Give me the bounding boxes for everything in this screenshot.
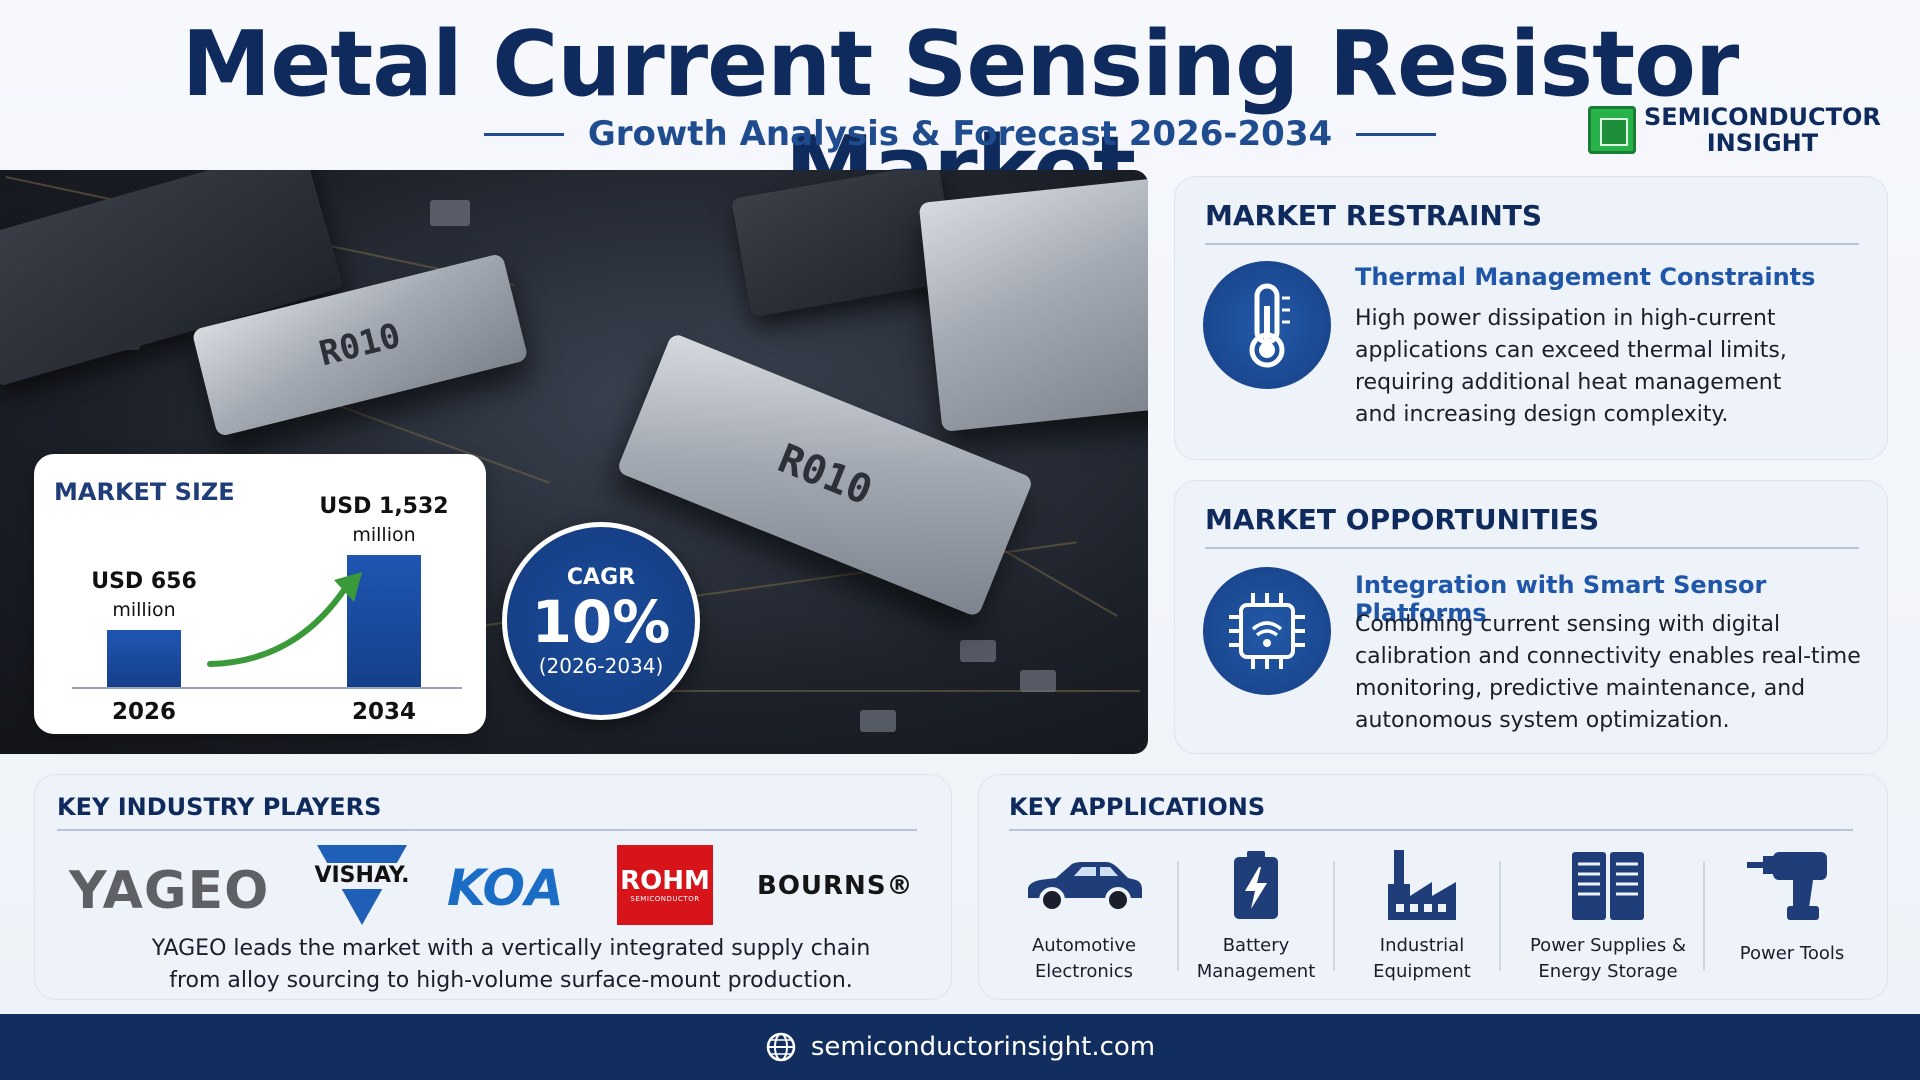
app-label-line: Industrial <box>1379 935 1465 956</box>
opportunities-title: Integration with Smart Sensor Platforms <box>1355 571 1767 627</box>
car-icon <box>1009 845 1159 927</box>
resistor-left-marking: R010 <box>315 315 405 375</box>
market-size-value-label: USD 1,532 million <box>304 493 464 549</box>
restraints-title: Thermal Management Constraints <box>1355 263 1816 291</box>
cagr-label: CAGR <box>566 564 636 590</box>
players-description: YAGEO leads the market with a vertically… <box>35 933 987 997</box>
market-size-heading: MARKET SIZE <box>54 478 235 506</box>
brand-line-1: SEMICONDUCTOR <box>1644 103 1881 131</box>
market-size-card: MARKET SIZE USD 656 million 2026 USD 1,532 m… <box>34 454 486 734</box>
cagr-badge: CAGR 10% (2026-2034) <box>502 522 700 720</box>
power-supply-icon <box>1513 845 1703 927</box>
brand-line-2: INSIGHT <box>1706 129 1819 157</box>
subtitle-rule-left <box>483 132 564 136</box>
vishay-logo: VISHAY. <box>307 845 417 925</box>
restraints-line: and increasing design complexity. <box>1355 402 1729 427</box>
app-industrial: Industrial Equipment <box>1347 845 1497 985</box>
yageo-logo: YAGEO <box>69 861 270 921</box>
market-size-value: USD 656 <box>91 569 197 594</box>
market-size-unit: million <box>352 524 416 546</box>
players-rule <box>57 829 917 831</box>
players-line: YAGEO leads the market with a vertically… <box>151 936 871 961</box>
app-label-line: Management <box>1196 961 1316 982</box>
app-separator <box>1499 861 1501 971</box>
market-opportunities-card: MARKET OPPORTUNITIES Integration with Sm… <box>1174 480 1888 754</box>
chip-logo-icon <box>1588 106 1636 154</box>
resistor-center-marking: R010 <box>771 435 879 515</box>
app-separator <box>1333 861 1335 971</box>
brand-logo: SEMICONDUCTOR INSIGHT <box>1588 104 1881 156</box>
opportunities-rule <box>1205 547 1859 549</box>
brand-logo-text: SEMICONDUCTOR INSIGHT <box>1644 104 1881 156</box>
restraints-heading: MARKET RESTRAINTS <box>1205 199 1543 232</box>
key-players-panel: KEY INDUSTRY PLAYERS YAGEO VISHAY. KOA R… <box>34 774 952 1000</box>
market-size-year: 2034 <box>351 699 416 725</box>
page-title: Metal Current Sensing Resistor Market <box>181 12 1740 222</box>
subtitle-row: Growth Analysis & Forecast 2026-2034 <box>0 114 1920 154</box>
market-size-bar-2026 <box>107 630 181 687</box>
restraints-rule <box>1205 243 1859 245</box>
rohm-logo-text: ROHM <box>620 866 710 896</box>
battery-icon <box>1191 845 1321 927</box>
market-size-value: USD 1,532 <box>319 494 449 519</box>
page-subtitle: Growth Analysis & Forecast 2026-2034 <box>587 114 1333 154</box>
cagr-value: 10% <box>531 587 671 656</box>
footer-bar: semiconductorinsight.com <box>0 1014 1920 1080</box>
opportunities-line: Combining current sensing with digital <box>1355 612 1781 637</box>
opportunities-line: autonomous system optimization. <box>1355 708 1730 733</box>
app-separator <box>1177 861 1179 971</box>
app-label-line: Automotive <box>1031 935 1137 956</box>
restraints-line: High power dissipation in high-current <box>1355 306 1776 331</box>
metal-block-component <box>918 178 1148 432</box>
app-label-line: Equipment <box>1373 961 1471 982</box>
market-restraints-card: MARKET RESTRAINTS Thermal Management Con… <box>1174 176 1888 460</box>
factory-icon <box>1347 845 1497 927</box>
restraints-line: requiring additional heat management <box>1355 370 1782 395</box>
app-automotive: Automotive Electronics <box>1009 845 1159 985</box>
app-label-line: Power Supplies & <box>1529 935 1687 956</box>
drill-icon <box>1717 845 1867 927</box>
bourns-logo: BOURNS® <box>757 871 914 901</box>
applications-heading: KEY APPLICATIONS <box>1009 793 1266 821</box>
app-label-line: Power Tools <box>1739 943 1845 964</box>
app-label-line: Battery <box>1222 935 1290 956</box>
market-size-chart: USD 656 million 2026 USD 1,532 million 2034 <box>34 454 486 734</box>
website-link[interactable]: semiconductorinsight.com <box>810 1032 1156 1062</box>
chart-baseline <box>72 687 462 689</box>
app-label-line: Energy Storage <box>1538 961 1678 982</box>
restraints-description: High power dissipation in high-current a… <box>1355 303 1845 431</box>
koa-logo: KOA <box>447 859 564 917</box>
app-battery: Battery Management <box>1191 845 1321 985</box>
opportunities-heading: MARKET OPPORTUNITIES <box>1205 503 1600 536</box>
app-separator <box>1703 861 1705 971</box>
cagr-period: (2026-2034) <box>538 653 664 678</box>
vishay-logo-text: VISHAY. <box>307 863 417 889</box>
opportunities-line: calibration and connectivity enables rea… <box>1355 644 1861 669</box>
thermometer-icon <box>1203 261 1331 389</box>
applications-rule <box>1009 829 1853 831</box>
app-power-supplies: Power Supplies & Energy Storage <box>1513 845 1703 985</box>
market-size-value-label: USD 656 million <box>64 568 224 624</box>
smart-chip-icon <box>1203 567 1331 695</box>
restraints-line: applications can exceed thermal limits, <box>1355 338 1787 363</box>
growth-arrow-icon <box>207 572 362 667</box>
players-line: from alloy sourcing to high-volume surfa… <box>169 968 853 993</box>
market-size-year: 2026 <box>111 699 176 725</box>
players-heading: KEY INDUSTRY PLAYERS <box>57 793 382 821</box>
app-label-line: Electronics <box>1034 961 1134 982</box>
key-applications-panel: KEY APPLICATIONS Automotive Electronics <box>978 774 1888 1000</box>
opportunities-description: Combining current sensing with digital c… <box>1355 609 1865 737</box>
opportunities-line: monitoring, predictive maintenance, and <box>1355 676 1806 701</box>
rohm-logo: ROHM SEMICONDUCTOR <box>617 845 713 925</box>
app-power-tools: Power Tools <box>1717 845 1867 967</box>
market-size-unit: million <box>112 599 176 621</box>
globe-icon <box>766 1032 796 1062</box>
rohm-logo-subtext: SEMICONDUCTOR <box>630 895 700 903</box>
subtitle-rule-right <box>1356 132 1437 136</box>
